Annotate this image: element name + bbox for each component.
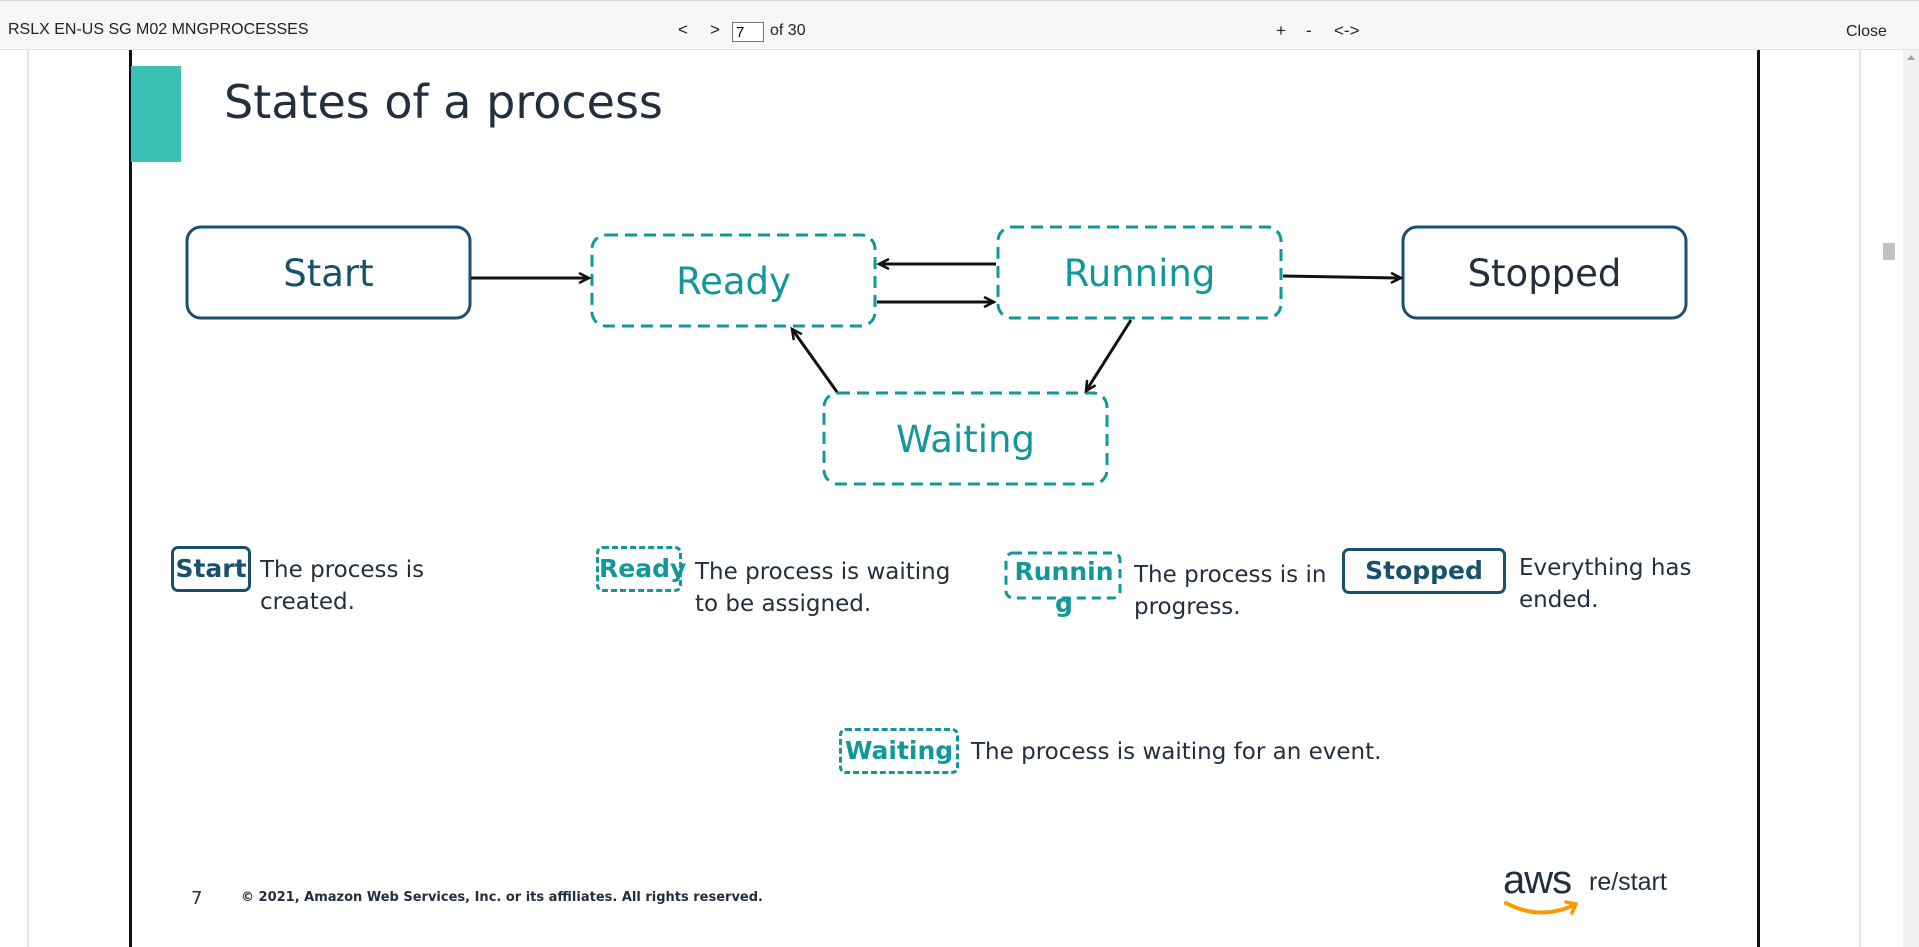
aws-logo-wordmark: aws bbox=[1503, 858, 1572, 902]
slide-page: States of a process bbox=[131, 50, 1758, 947]
arrow-running-to-waiting bbox=[1086, 319, 1133, 391]
legend-start-desc: The process is created. bbox=[260, 557, 425, 615]
title-accent-bar bbox=[131, 66, 181, 162]
page-edge-right bbox=[1859, 50, 1861, 947]
close-button[interactable]: Close bbox=[1846, 23, 1887, 40]
ready-state-label: Ready bbox=[676, 260, 791, 303]
next-page-button[interactable]: > bbox=[710, 20, 720, 39]
legend-waiting-desc: The process is waiting for an event. bbox=[971, 739, 1382, 765]
page-number-input[interactable] bbox=[732, 22, 764, 42]
start-state-label: Start bbox=[283, 252, 374, 295]
scrollbar-thumb[interactable] bbox=[1883, 243, 1895, 260]
page-edge-left bbox=[27, 50, 29, 947]
legend-running-chip-box bbox=[1004, 551, 1122, 600]
legend-ready-chip: Ready bbox=[596, 546, 686, 592]
copyright-notice: © 2021, Amazon Web Services, Inc. or its… bbox=[241, 890, 763, 905]
legend-waiting-chip: Waiting bbox=[839, 728, 959, 774]
legend-running-chip: Running bbox=[1014, 557, 1114, 618]
ready-state-box bbox=[590, 233, 877, 328]
scroll-up-arrow-icon[interactable] bbox=[1903, 50, 1919, 66]
arrow-waiting-to-ready bbox=[792, 329, 839, 393]
state-diagram bbox=[185, 225, 1688, 600]
slide-page-number: 7 bbox=[191, 888, 203, 909]
legend-stopped-desc: Everything has ended. bbox=[1519, 555, 1692, 613]
viewer-toolbar: RSLX EN-US SG M02 MNGPROCESSES < > of 30… bbox=[0, 0, 1919, 50]
zoom-in-button[interactable]: + bbox=[1276, 21, 1286, 40]
legend-stopped-chip: Stopped bbox=[1342, 548, 1506, 594]
zoom-out-button[interactable]: - bbox=[1306, 21, 1312, 40]
page-count-label: of 30 bbox=[770, 22, 806, 39]
waiting-state-box bbox=[822, 391, 1109, 486]
legend-ready-desc: The process is waiting to be assigned. bbox=[695, 559, 951, 617]
slide-border-left bbox=[129, 50, 132, 947]
document-title: RSLX EN-US SG M02 MNGPROCESSES bbox=[8, 21, 309, 38]
running-state-box bbox=[996, 225, 1283, 320]
restart-logo-text: re/start bbox=[1589, 868, 1667, 896]
document-viewer[interactable]: States of a process bbox=[0, 50, 1919, 947]
waiting-state-label: Waiting bbox=[896, 418, 1035, 461]
aws-smile-icon bbox=[1504, 900, 1579, 915]
vertical-scrollbar[interactable] bbox=[1903, 50, 1919, 947]
previous-page-button[interactable]: < bbox=[678, 20, 688, 39]
start-state-box bbox=[185, 225, 472, 320]
fit-width-button[interactable]: <-> bbox=[1334, 21, 1360, 40]
legend-running-desc: The process is in progress. bbox=[1134, 562, 1327, 620]
stopped-state-label: Stopped bbox=[1467, 252, 1622, 295]
slide-border-right bbox=[1757, 50, 1760, 947]
slide-title: States of a process bbox=[224, 75, 663, 129]
running-state-label: Running bbox=[1063, 252, 1216, 295]
arrow-running-to-stopped bbox=[1282, 276, 1401, 278]
legend-start-chip: Start bbox=[171, 546, 251, 592]
